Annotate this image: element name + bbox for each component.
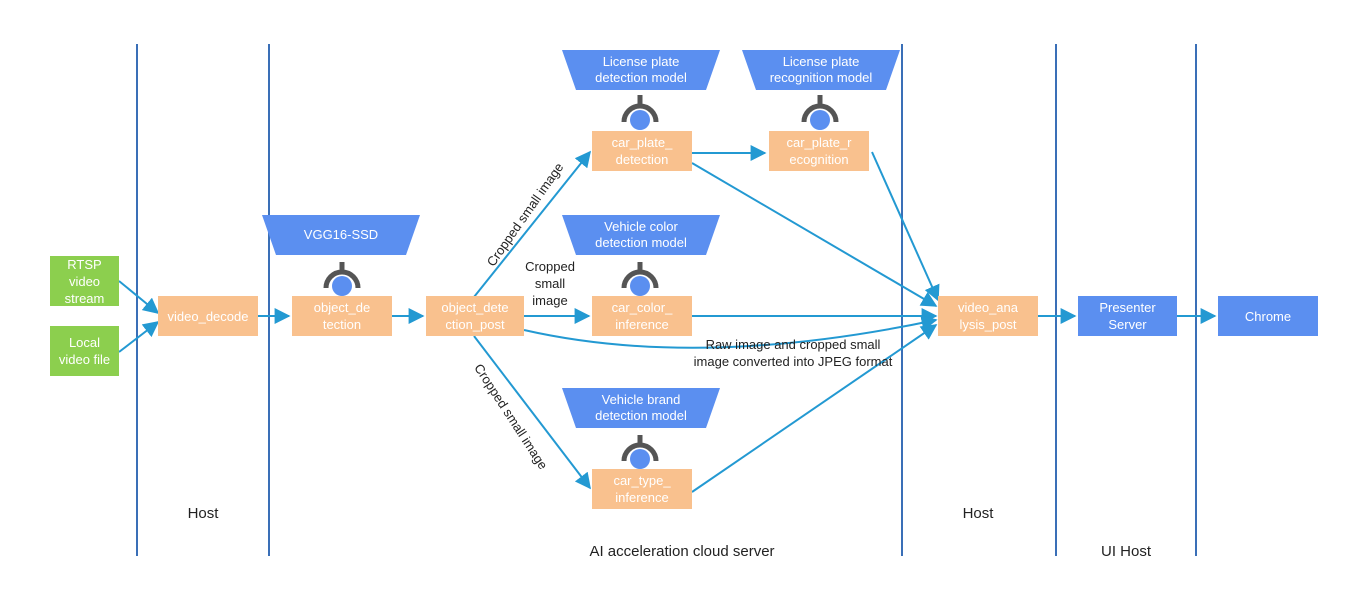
- edge-post-type: [473, 335, 591, 490]
- zone-label-ui-host: UI Host: [1100, 543, 1151, 560]
- model-brand-detection-shape: [562, 388, 720, 428]
- zone-label-host-right: Host: [962, 505, 994, 522]
- model-license-plate-recognition: License plate recognition model: [769, 54, 873, 85]
- node-chrome: Chrome: [1218, 296, 1318, 336]
- model-license-plate-detection: License plate detection model: [595, 54, 687, 85]
- model-vehicle-brand-detection: Vehicle brand detection model: [595, 392, 687, 423]
- edge-label-raw-jpeg: Raw image and cropped small image conver…: [693, 337, 893, 369]
- node-car-type-inference: car_type_ inference: [592, 469, 692, 509]
- input-local-video-file: Local video file: [50, 326, 119, 376]
- connector-vgg: [323, 262, 361, 296]
- connector-plate-detection: [621, 95, 659, 130]
- flow-edges: [118, 145, 1217, 493]
- edge-label-cropped-mid: Cropped small image: [525, 259, 575, 308]
- model-vehicle-color-detection: Vehicle color detection model: [595, 219, 687, 250]
- model-vgg16-ssd-shape: [262, 215, 420, 255]
- node-car-plate-detection: car_plate_ detection: [592, 131, 692, 171]
- node-presenter-server: Presenter Server: [1078, 296, 1177, 336]
- edge-type-analysis: [691, 324, 938, 493]
- connector-color-detection: [621, 262, 659, 296]
- edge-rtsp-decode: [118, 280, 160, 315]
- model-plate-recognition-shape: [742, 50, 900, 90]
- edge-plate-analysis: [691, 162, 938, 307]
- node-object-detection-post: object_dete ction_post: [426, 296, 524, 336]
- model-vgg16-ssd: VGG16-SSD: [303, 227, 379, 242]
- model-color-detection-shape: [562, 215, 720, 255]
- node-car-color-inference: car_color_ inference: [592, 296, 692, 336]
- node-video-decode: video_decode: [158, 296, 258, 336]
- connector-plate-recognition: [801, 95, 839, 130]
- zone-label-ai-server: AI acceleration cloud server: [589, 543, 775, 560]
- model-plate-detection-shape: [562, 50, 720, 90]
- node-car-plate-recognition: car_plate_r ecognition: [769, 131, 869, 171]
- zone-label-host-left: Host: [187, 505, 219, 522]
- model-shapes: [262, 50, 900, 428]
- model-connectors: [323, 95, 839, 469]
- node-object-detection: object_de tection: [292, 296, 392, 336]
- edge-local-decode: [118, 321, 160, 353]
- connector-brand-detection: [621, 435, 659, 469]
- zone-dividers: [136, 44, 1197, 556]
- input-rtsp-stream: RTSP video stream: [50, 256, 119, 306]
- edge-post-plate: [473, 150, 591, 298]
- node-video-analysis-post: video_ana lysis_post: [938, 296, 1038, 336]
- edge-recog-analysis: [871, 151, 940, 302]
- edge-post-analysis-curve: [523, 315, 938, 349]
